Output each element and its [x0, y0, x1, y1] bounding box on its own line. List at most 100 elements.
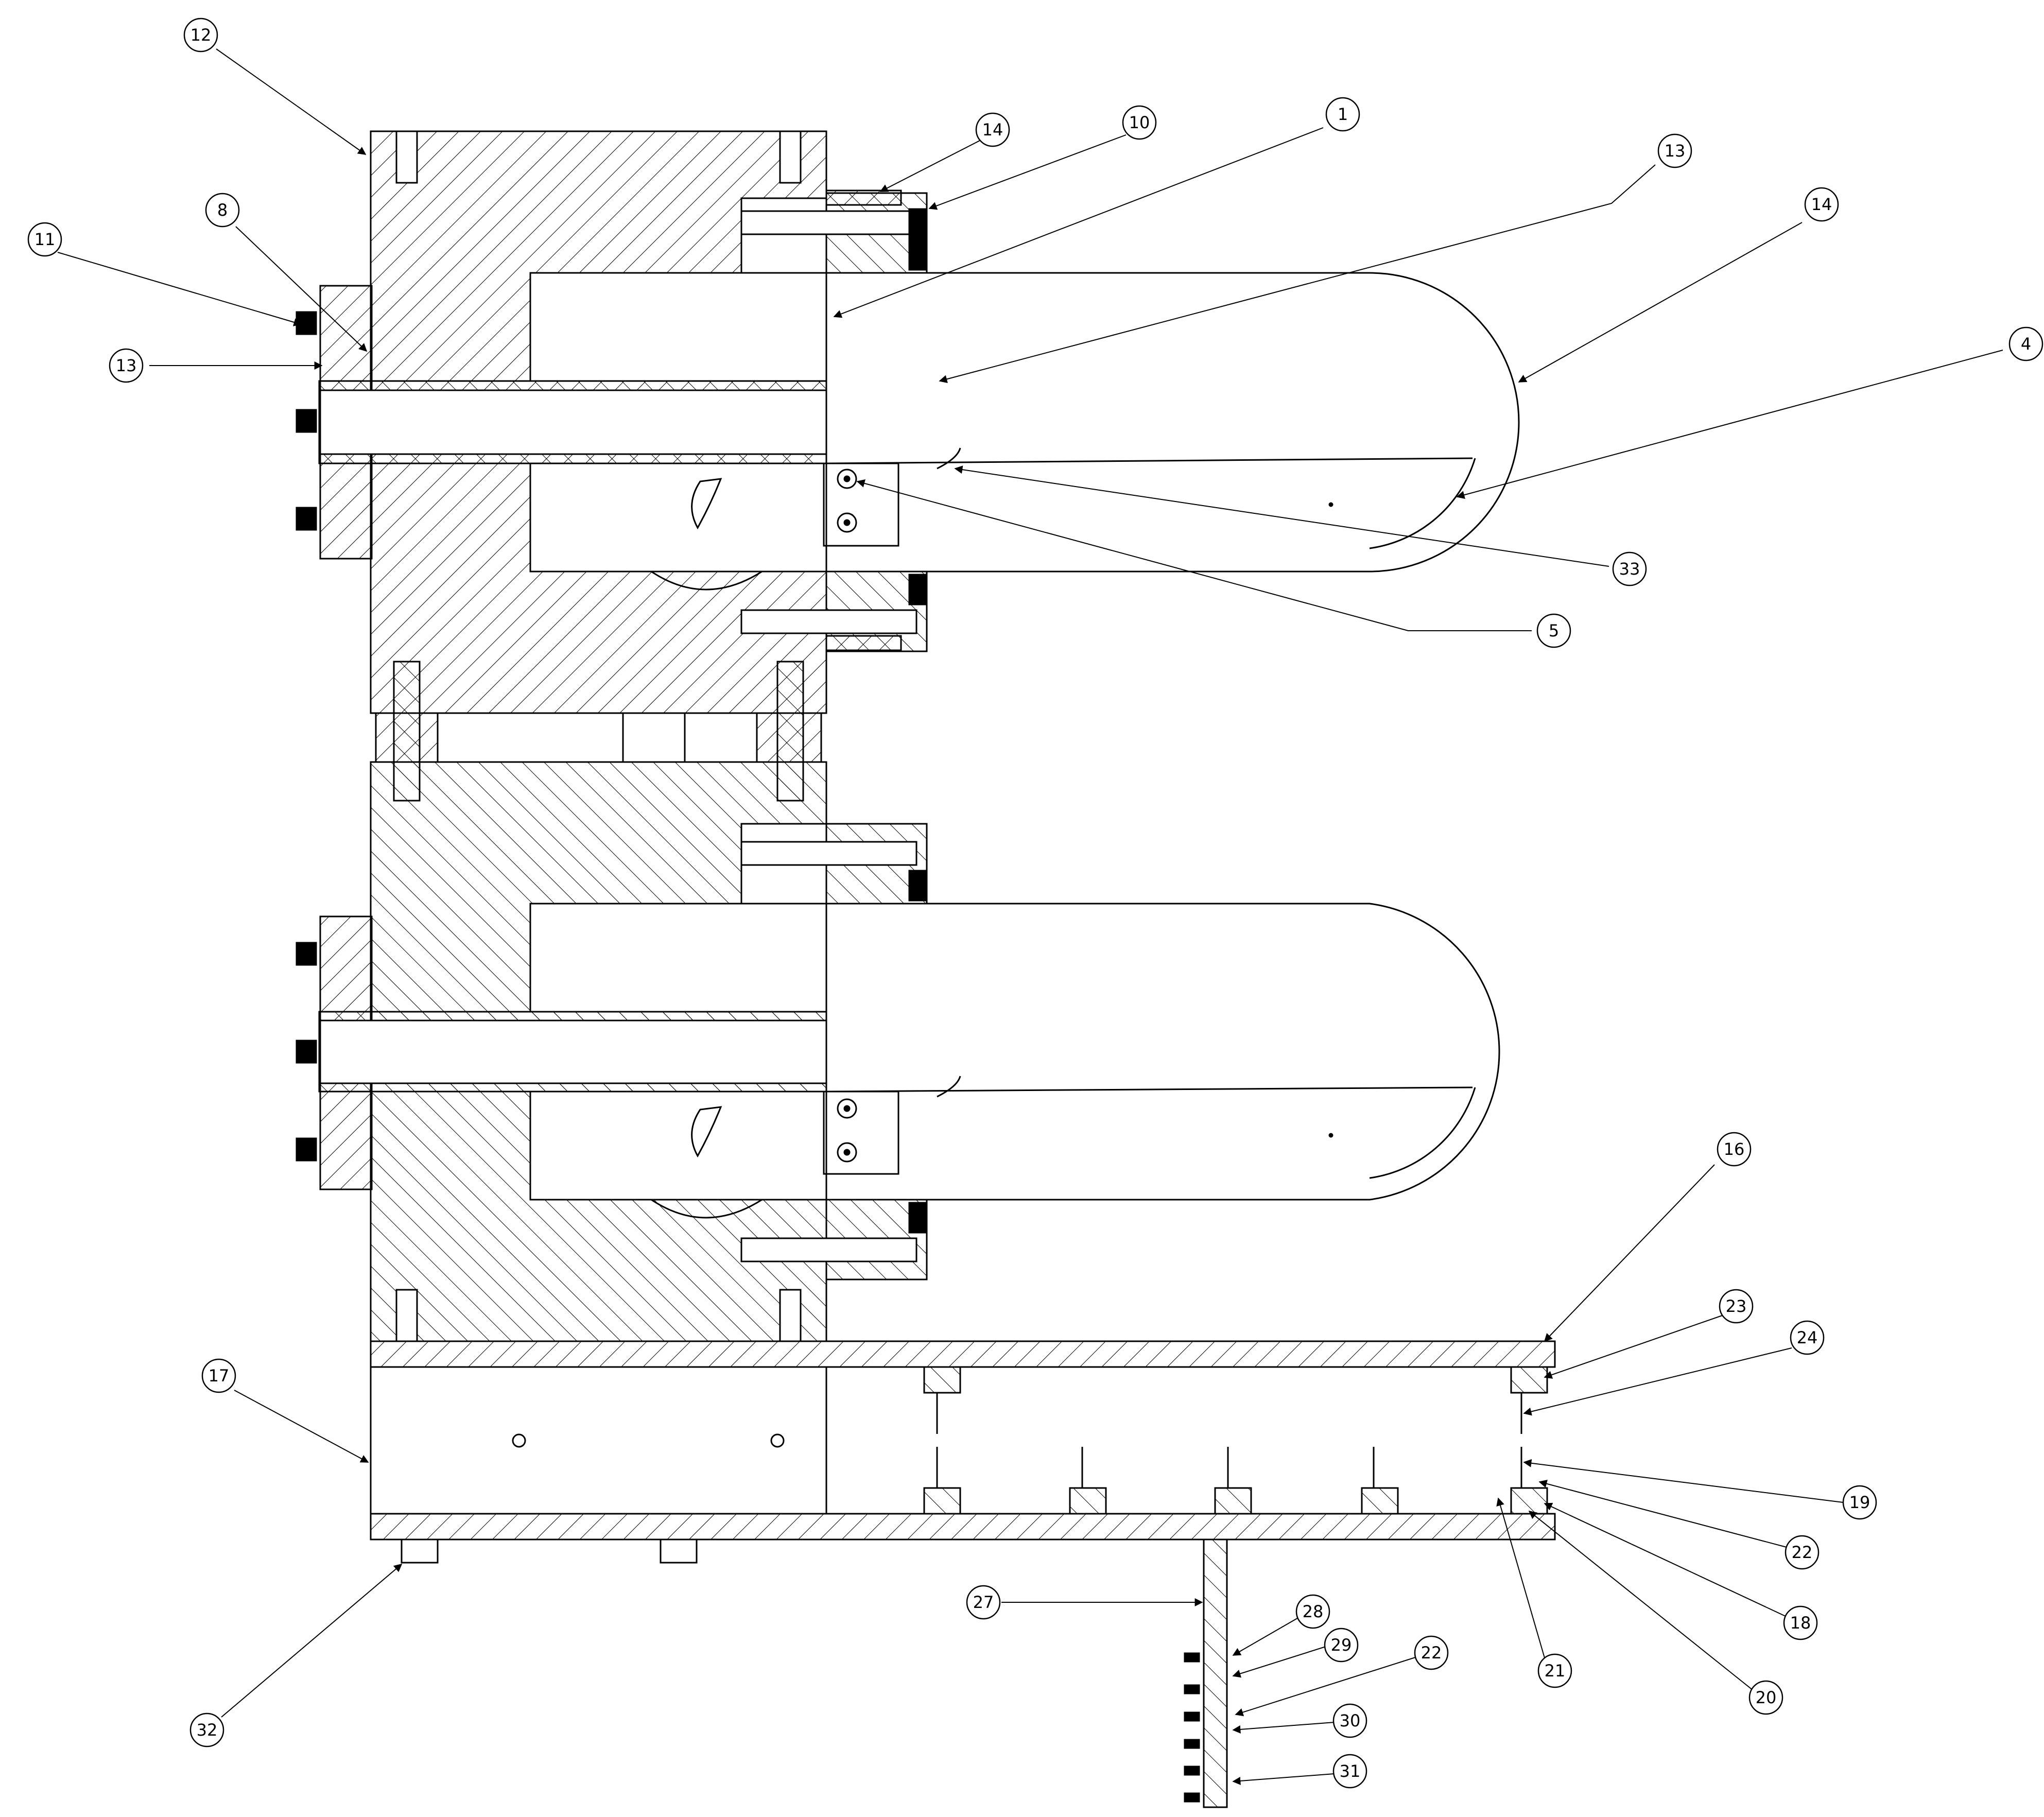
lower-port-2-dot — [843, 1149, 851, 1156]
balloon-4: 4 — [2008, 326, 2043, 361]
lower-sensor-body — [823, 1091, 899, 1175]
balloon-circle — [1332, 1703, 1367, 1738]
lower-bore-bottom — [529, 1091, 827, 1201]
balloon-circle — [1785, 1535, 1820, 1570]
balloon-10: 10 — [1122, 105, 1157, 140]
balloon-31: 31 — [1332, 1754, 1367, 1789]
lower-u-tube — [825, 903, 1500, 1201]
upper-nut-top — [908, 208, 927, 271]
balloon-label: 5 — [1549, 621, 1559, 641]
balloon-label: 13 — [1665, 141, 1686, 161]
upper-bolt-bottom — [740, 609, 917, 634]
leader-20 — [1528, 1511, 1754, 1691]
balloon-circle — [109, 348, 144, 383]
foot-right — [660, 1538, 698, 1564]
upper-electrode — [826, 457, 1473, 464]
balloon-label: 1 — [1338, 105, 1348, 124]
balloon-circle — [1122, 105, 1157, 140]
balloon-13: 13 — [1657, 133, 1692, 168]
balloon-circle — [183, 18, 218, 53]
balloon-29: 29 — [1324, 1628, 1359, 1663]
lower-bolt-bottom — [740, 1237, 917, 1262]
balloon-circle — [1719, 1289, 1754, 1324]
spacer-gap — [437, 712, 758, 763]
leader-33 — [954, 465, 1609, 567]
balloon-label: 8 — [217, 200, 228, 220]
lower-knob-3 — [296, 1137, 317, 1162]
balloon-circle — [1657, 133, 1692, 168]
balloon-circle — [189, 1712, 224, 1747]
upper-port-2-dot — [843, 519, 851, 526]
upper-sensor-body — [823, 462, 899, 547]
balloon-label: 32 — [197, 1720, 218, 1740]
upper-knob-2 — [296, 409, 317, 433]
balloon-circle — [1748, 1680, 1783, 1715]
lower-center-dot — [1328, 1133, 1333, 1138]
upper-washer-bottom — [825, 635, 902, 651]
leader-14b — [1518, 222, 1803, 383]
balloon-circle — [1324, 1628, 1359, 1663]
upper-port-1-dot — [843, 475, 851, 482]
balloon-label: 21 — [1545, 1661, 1566, 1681]
balloon-label: 14 — [1811, 195, 1832, 214]
bottom-clip-3 — [1214, 1487, 1252, 1515]
balloon-label: 22 — [1792, 1543, 1813, 1562]
leader-23 — [1544, 1315, 1723, 1379]
balloon-label: 17 — [209, 1366, 230, 1386]
balloon-27: 27 — [966, 1585, 1001, 1620]
lower-port-1-dot — [843, 1105, 851, 1112]
pin-5 — [1184, 1766, 1200, 1776]
balloon-32: 32 — [189, 1712, 224, 1747]
balloon-13: 13 — [109, 348, 144, 383]
top-clip-left — [923, 1366, 961, 1394]
leader-22a — [1538, 1479, 1787, 1548]
balloon-label: 19 — [1849, 1493, 1870, 1512]
lower-hole-left — [395, 1289, 418, 1342]
balloon-label: 14 — [982, 120, 1003, 140]
balloon-28: 28 — [1295, 1594, 1330, 1629]
balloon-circle — [201, 1358, 236, 1393]
lower-knob-1 — [296, 942, 317, 966]
balloon-circle — [1536, 613, 1571, 648]
balloon-circle — [975, 112, 1010, 147]
leader-28 — [1232, 1616, 1301, 1656]
bottom-clip-4 — [1361, 1487, 1399, 1515]
balloon-label: 13 — [116, 356, 137, 375]
balloon-33: 33 — [1612, 551, 1647, 586]
lower-port-2 — [837, 1142, 857, 1163]
balloon-label: 24 — [1797, 1328, 1818, 1347]
lower-bore-top — [529, 903, 827, 1013]
balloon-18: 18 — [1783, 1605, 1818, 1640]
balloon-12: 12 — [183, 18, 218, 53]
leader-16 — [1544, 1164, 1715, 1342]
balloon-circle — [205, 193, 240, 228]
balloon-22: 22 — [1785, 1535, 1820, 1570]
upper-u-tube — [825, 272, 1520, 573]
lower-electrode — [826, 1086, 1473, 1093]
connector-stack — [1203, 1538, 1228, 1808]
pin-2 — [1184, 1684, 1200, 1694]
upper-port-2 — [837, 512, 857, 533]
balloon-circle — [1804, 187, 1839, 222]
upper-bore-top — [529, 272, 827, 382]
leader-32 — [221, 1563, 403, 1718]
leader-17 — [234, 1390, 369, 1463]
balloon-17: 17 — [201, 1358, 236, 1393]
balloon-19: 19 — [1842, 1485, 1877, 1520]
pin-4 — [1184, 1739, 1200, 1749]
balloon-label: 16 — [1724, 1139, 1745, 1159]
balloon-circle — [2008, 326, 2043, 361]
balloon-21: 21 — [1537, 1653, 1572, 1688]
leader-19 — [1523, 1459, 1844, 1503]
lower-blade — [651, 1199, 763, 1219]
upper-hole-left — [395, 130, 418, 184]
leader-30 — [1232, 1722, 1335, 1734]
lower-hole-right — [779, 1289, 802, 1342]
balloon-24: 24 — [1790, 1320, 1825, 1355]
pin-3 — [1184, 1711, 1200, 1722]
balloon-23: 23 — [1719, 1289, 1754, 1324]
balloon-circle — [1332, 1754, 1367, 1789]
upper-module — [296, 130, 1520, 714]
leader-1 — [833, 127, 1324, 318]
